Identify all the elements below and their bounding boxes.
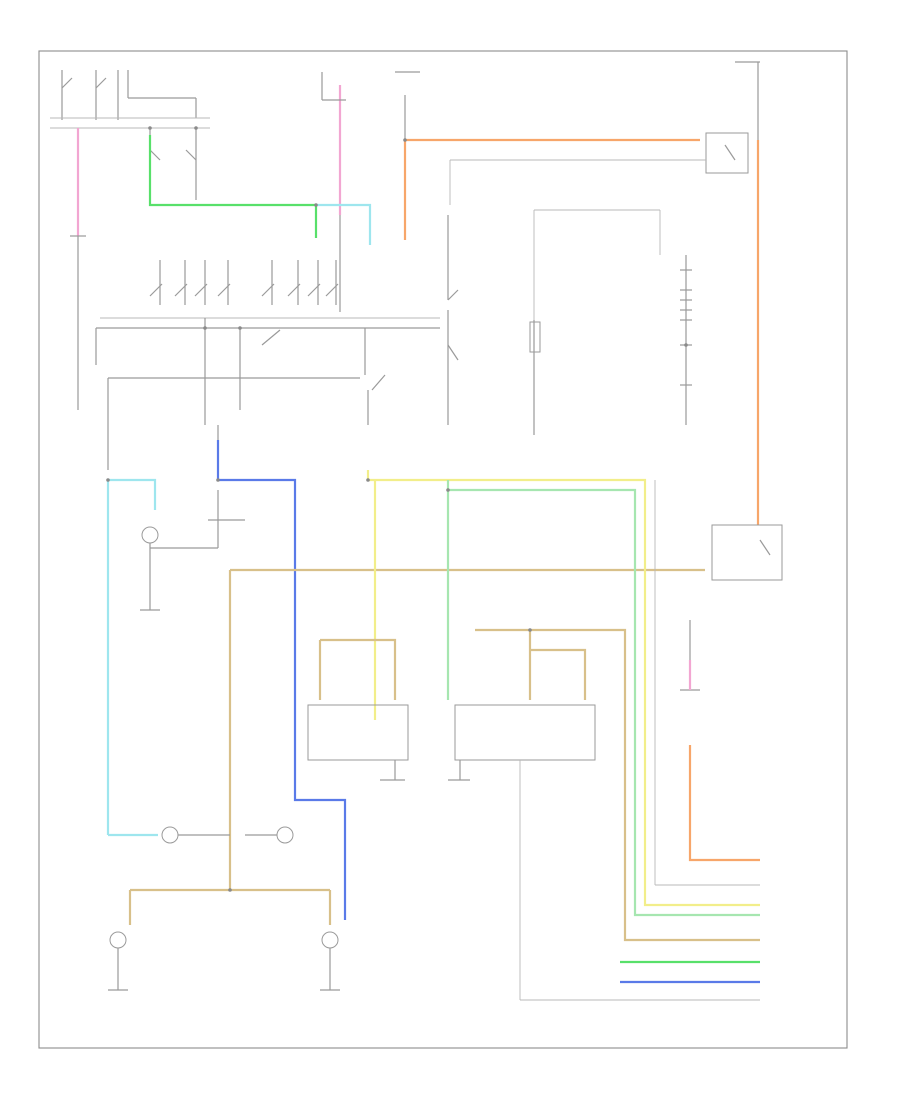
junction-dots (106, 126, 688, 892)
yellow-wire (366, 470, 760, 907)
blue-wire (216, 440, 347, 920)
green-wire-top (148, 135, 318, 238)
right-relay (449, 61, 760, 205)
turn-signal-switch (107, 318, 386, 425)
tan-wire-cluster (320, 638, 397, 700)
right-ladder (680, 255, 692, 425)
mode-switch-row (100, 260, 440, 319)
bottom-lamps (108, 826, 340, 991)
left-lamp-area (107, 425, 245, 611)
cyan-wire-left (108, 478, 157, 510)
diagram-frame (38, 50, 848, 1049)
cyan-wire-top (316, 203, 372, 245)
bottom-right-harness (519, 480, 760, 1001)
orange-wire-bottom (688, 745, 760, 862)
right-connector (680, 524, 783, 691)
hazard-flasher (447, 209, 661, 435)
lamp-blocks (307, 704, 596, 781)
ignition-switch-area (50, 70, 210, 200)
